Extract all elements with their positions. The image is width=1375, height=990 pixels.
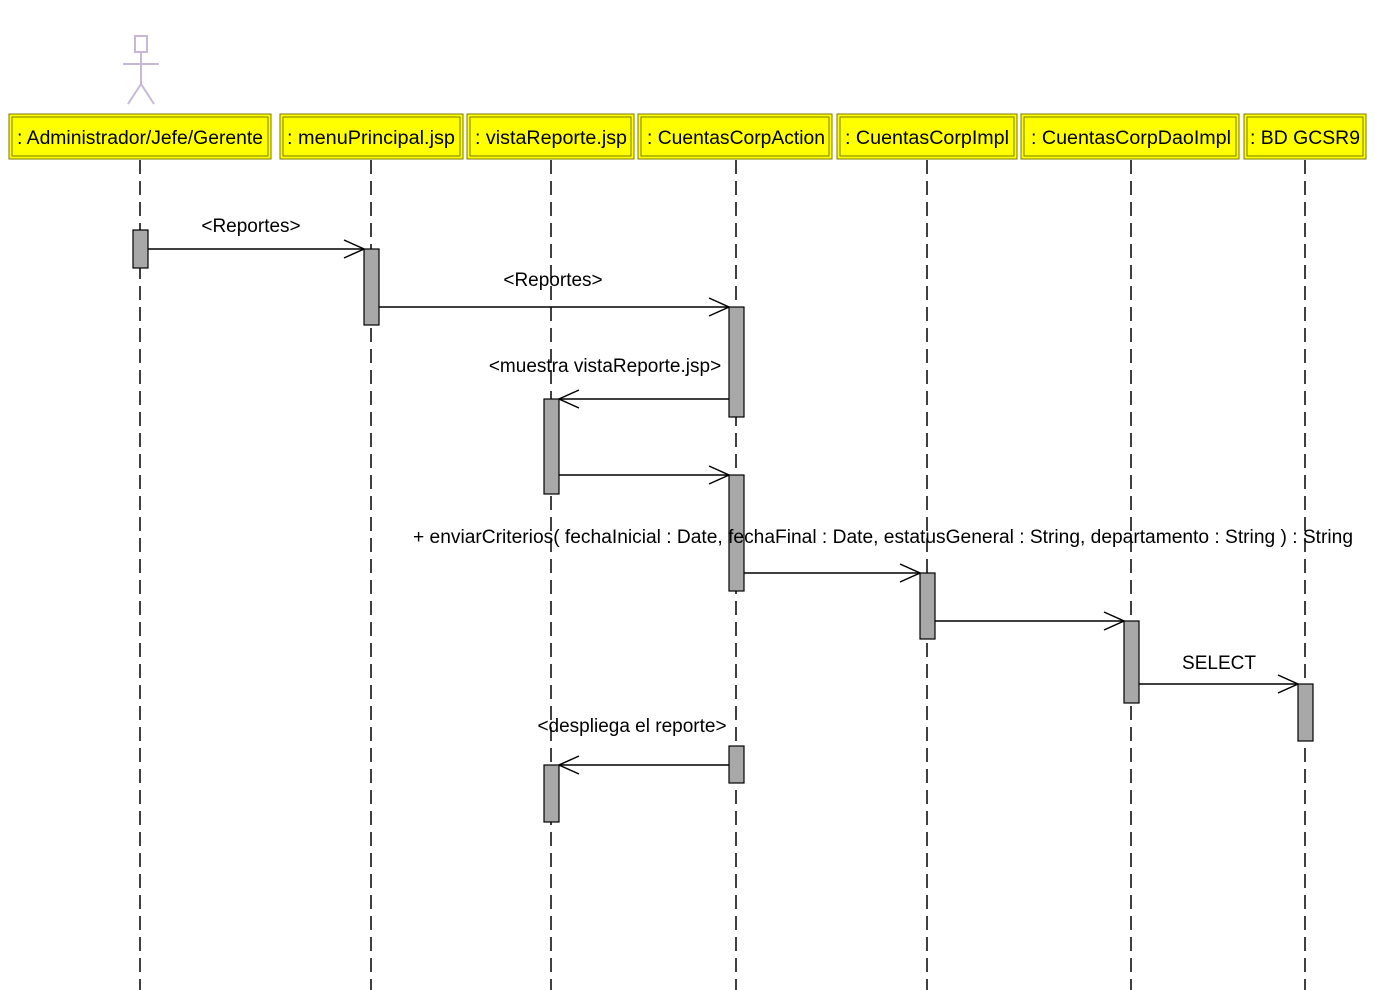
lifeline-dao-label: : CuentasCorpDaoImpl bbox=[1031, 128, 1231, 149]
lifeline-bd[interactable]: : BD GCSR9 bbox=[1243, 113, 1367, 160]
lifeline-action[interactable]: : CuentasCorpAction bbox=[637, 113, 833, 160]
message-6[interactable] bbox=[935, 611, 1126, 631]
message-2[interactable]: <Reportes> bbox=[379, 270, 731, 317]
lifeline-admin-label: : Administrador/Jefe/Gerente bbox=[17, 128, 263, 149]
lifeline-admin[interactable]: : Administrador/Jefe/Gerente bbox=[8, 113, 272, 160]
message-1-label: <Reportes> bbox=[201, 216, 300, 237]
lifeline-vista-label: : vistaReporte.jsp bbox=[475, 128, 627, 149]
lifeline-impl-label: : CuentasCorpImpl bbox=[845, 128, 1009, 149]
activation-action-2 bbox=[728, 474, 745, 592]
activation-menu-1 bbox=[363, 248, 380, 326]
activation-dao-1 bbox=[1123, 620, 1140, 704]
lifeline-menu[interactable]: : menuPrincipal.jsp bbox=[279, 113, 464, 160]
activation-admin-1 bbox=[132, 229, 149, 269]
lifeline-dao[interactable]: : CuentasCorpDaoImpl bbox=[1020, 113, 1240, 160]
message-2-label: <Reportes> bbox=[503, 270, 602, 291]
message-3[interactable]: <muestra vistaReporte.jsp> bbox=[489, 356, 729, 409]
message-7[interactable]: SELECT bbox=[1139, 653, 1300, 694]
activation-action-3 bbox=[728, 745, 745, 784]
message-3-label: <muestra vistaReporte.jsp> bbox=[489, 356, 721, 377]
message-8[interactable]: <despliega el reporte> bbox=[537, 716, 729, 775]
activation-vista-2 bbox=[543, 764, 560, 823]
message-7-label: SELECT bbox=[1182, 653, 1256, 674]
message-5-label: + enviarCriterios( fechaInicial : Date, … bbox=[413, 527, 1353, 548]
actor-figure-icon bbox=[123, 35, 159, 105]
lifeline-action-label: : CuentasCorpAction bbox=[647, 128, 825, 149]
lifeline-vista[interactable]: : vistaReporte.jsp bbox=[466, 113, 635, 160]
lifeline-bd-label: : BD GCSR9 bbox=[1250, 128, 1360, 149]
message-5[interactable]: + enviarCriterios( fechaInicial : Date, … bbox=[413, 527, 1353, 583]
activation-action-1 bbox=[728, 306, 745, 418]
message-8-label: <despliega el reporte> bbox=[537, 716, 726, 737]
lifeline-menu-label: : menuPrincipal.jsp bbox=[287, 128, 455, 149]
message-4[interactable] bbox=[559, 465, 731, 485]
activation-bd-1 bbox=[1297, 683, 1314, 742]
message-1[interactable]: <Reportes> bbox=[148, 216, 366, 259]
activation-impl-1 bbox=[919, 572, 936, 640]
activation-vista-1 bbox=[543, 398, 560, 495]
lifeline-impl[interactable]: : CuentasCorpImpl bbox=[836, 113, 1018, 160]
